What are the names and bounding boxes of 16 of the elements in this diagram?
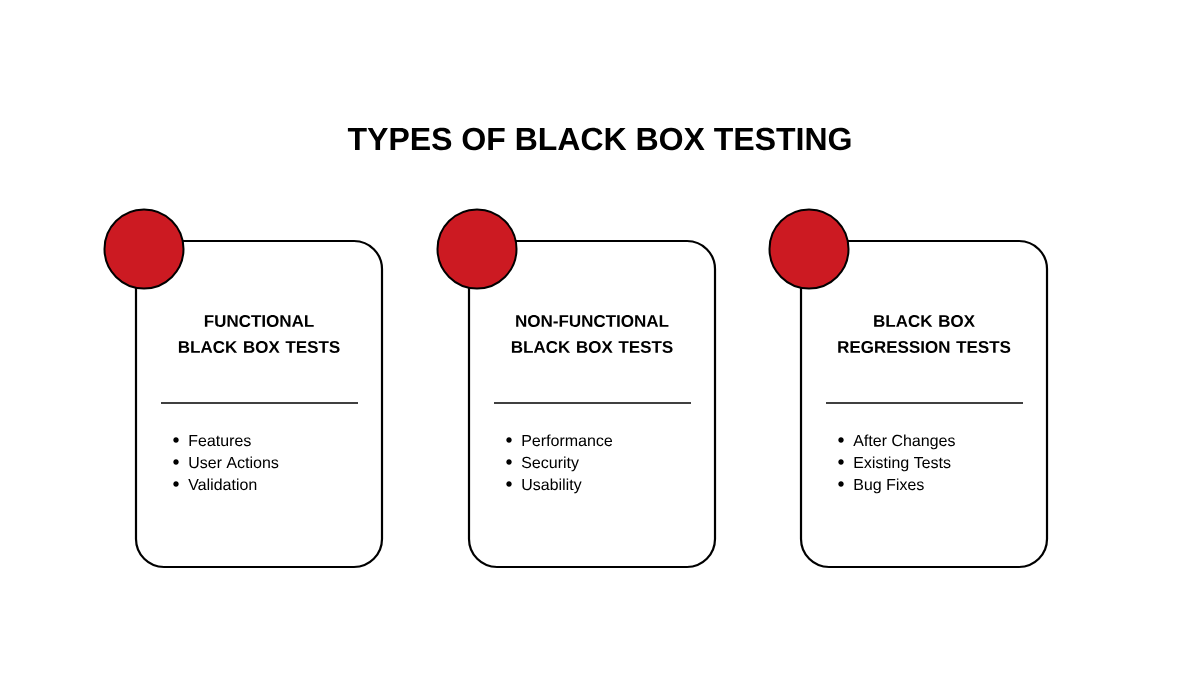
list-item: Features bbox=[189, 435, 251, 447]
list-item: Existing Tests bbox=[854, 456, 951, 472]
list-item: Usability bbox=[522, 478, 582, 494]
circle bbox=[436, 208, 518, 290]
list-item: After Changes bbox=[853, 434, 955, 450]
card-heading: NON-FUNCTIONAL BLACK BOX TESTS bbox=[511, 315, 673, 353]
list-item: Performance bbox=[522, 434, 613, 447]
card-heading: FUNCTIONAL BLACK BOX TESTS bbox=[178, 315, 340, 353]
list-item: User Actions bbox=[189, 456, 279, 469]
list-item: Validation bbox=[188, 478, 257, 491]
title: TYPES OF BLACK BOX TESTING bbox=[347, 127, 851, 151]
list-item: Security bbox=[521, 456, 579, 472]
list-item: Bug Fixes bbox=[854, 478, 924, 494]
circle bbox=[103, 208, 185, 290]
card-heading: BLACK BOX REGRESSION TESTS bbox=[838, 315, 1011, 353]
circle bbox=[768, 208, 850, 290]
